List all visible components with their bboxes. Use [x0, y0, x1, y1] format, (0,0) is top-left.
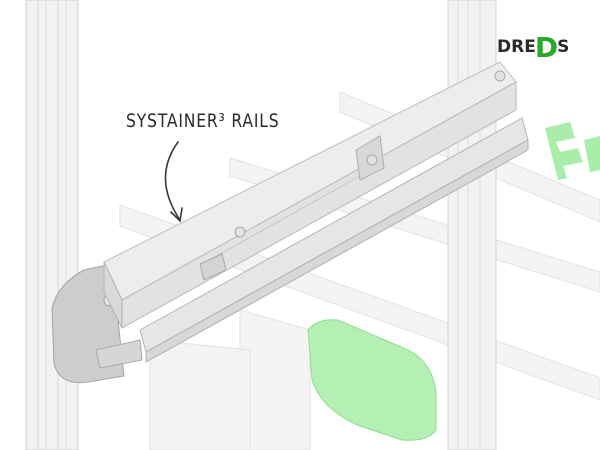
callout-label: SYSTAINER³ RAILS	[126, 110, 280, 132]
callout-arrow	[164, 141, 183, 223]
logo-prefix: DRE	[497, 37, 536, 57]
dreds-logo: DREDS	[497, 26, 570, 64]
green-handle	[307, 319, 437, 441]
logo-suffix: S	[557, 37, 570, 57]
left-post	[25, 0, 79, 450]
logo-highlight: D	[534, 31, 559, 64]
systainer-rail	[103, 61, 529, 363]
green-accent-text	[545, 122, 600, 180]
